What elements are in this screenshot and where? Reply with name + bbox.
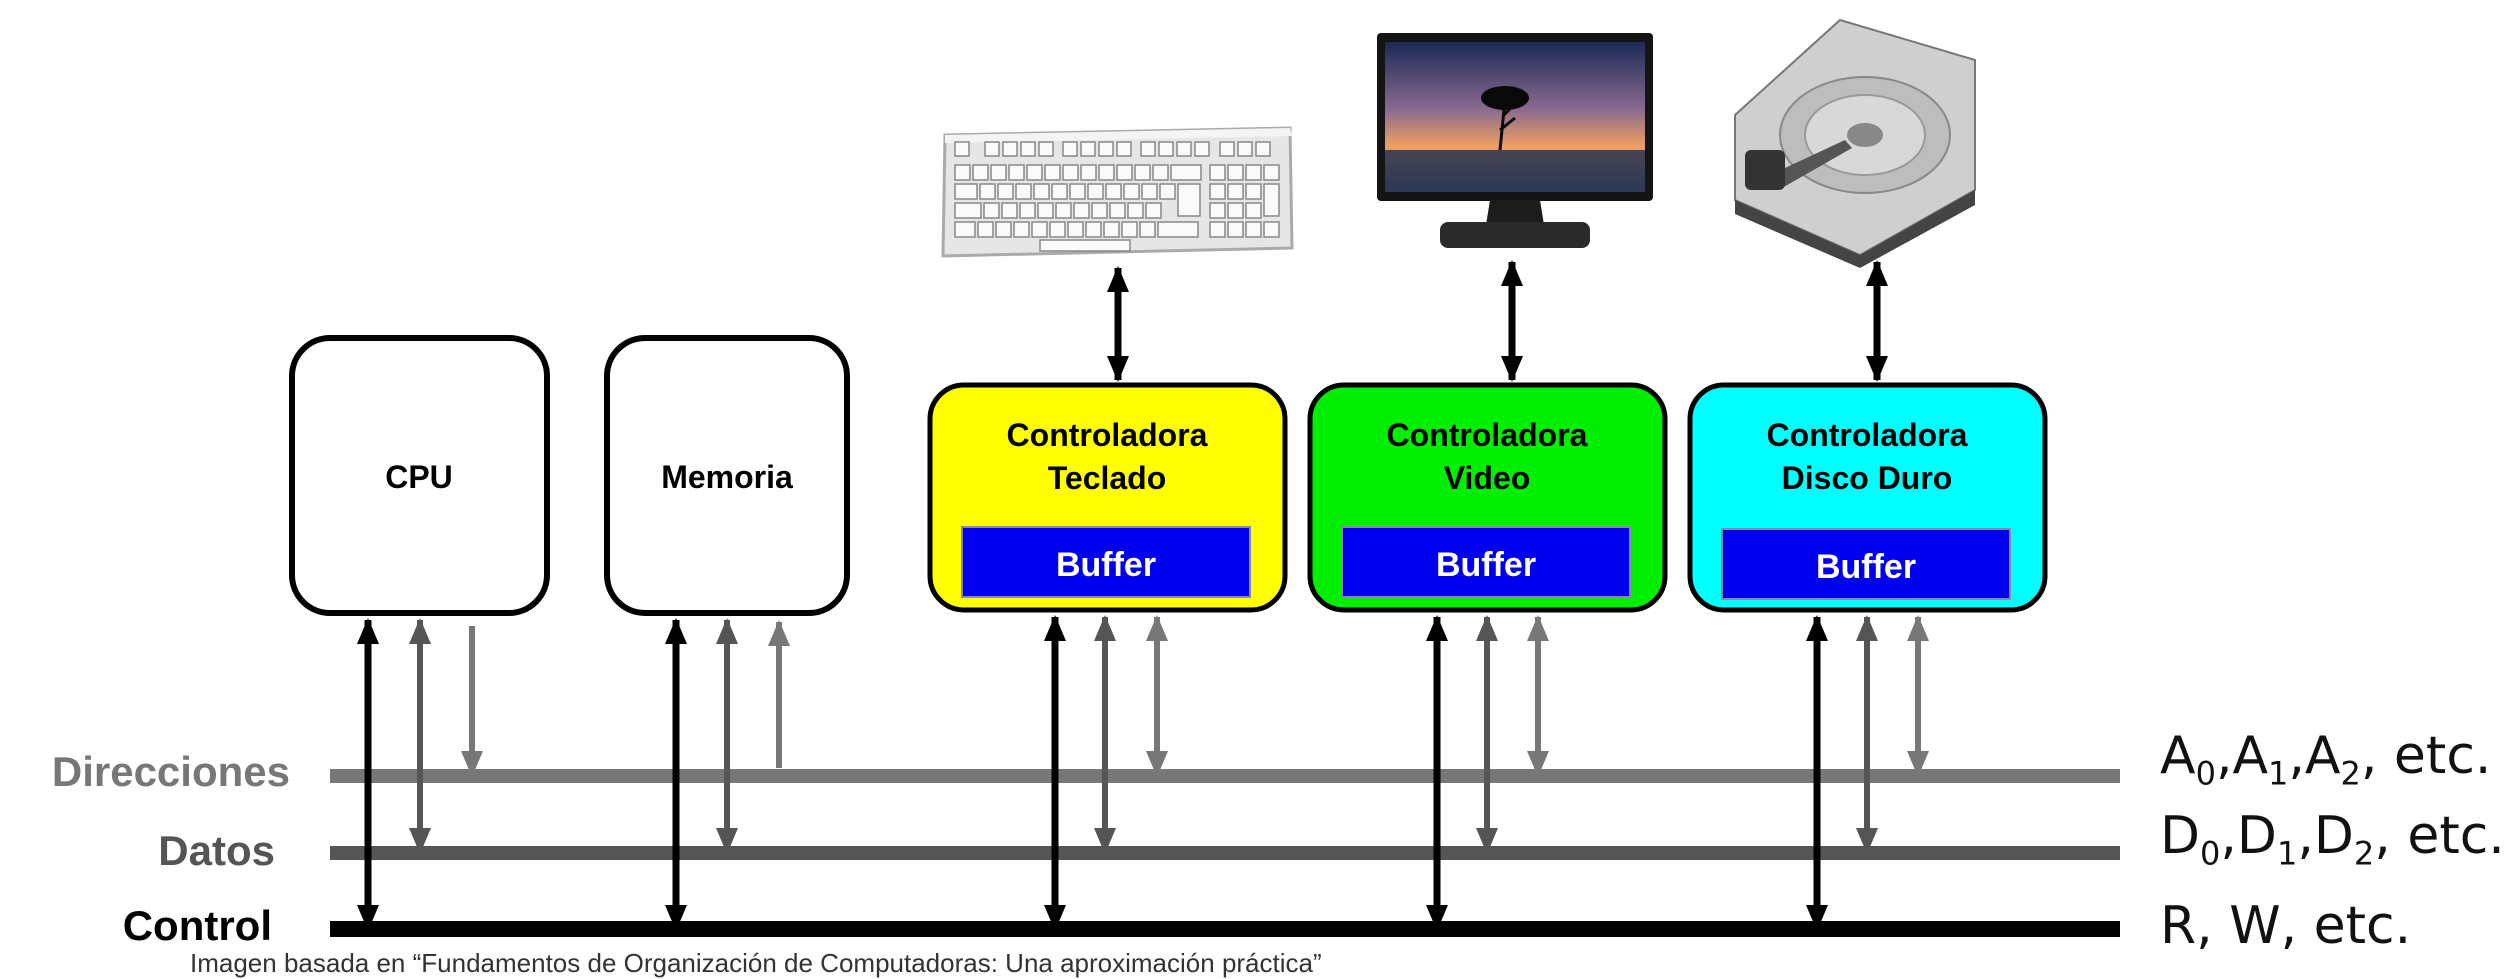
disk-controller-label-line2: Disco Duro <box>1782 460 1953 496</box>
keyboard-buffer-label: Buffer <box>1056 546 1156 584</box>
control-bus-label: Control <box>123 902 272 949</box>
cpu-label: CPU <box>385 459 453 495</box>
hard-disk-icon <box>1734 18 1976 268</box>
data-bus-label: Datos <box>158 827 275 874</box>
memory-box <box>604 335 850 616</box>
address-bus-label: Direcciones <box>52 748 290 795</box>
disk-controller-label-line1: Controladora <box>1767 417 1968 453</box>
monitor-icon <box>1377 33 1653 248</box>
disk-buffer-box <box>1721 528 2011 600</box>
video-controller-label-line2: Video <box>1444 460 1531 496</box>
disk-buffer-label: Buffer <box>1816 548 1916 586</box>
video-buffer-label: Buffer <box>1436 546 1536 584</box>
keyboard-icon <box>941 126 1294 258</box>
video-buffer-box <box>1341 526 1631 598</box>
keyboard-controller-label-line2: Teclado <box>1048 460 1167 496</box>
memory-label: Memoria <box>661 459 793 495</box>
control-signals: R, W, etc. <box>2160 896 2412 956</box>
video-controller-label-line1: Controladora <box>1387 417 1588 453</box>
data-signals: D0,D1,D2, etc. <box>2160 806 2505 873</box>
address-signals: A0,A1,A2, etc. <box>2160 726 2492 793</box>
keyboard-buffer-box <box>961 526 1251 598</box>
keyboard-controller-label-line1: Controladora <box>1007 417 1208 453</box>
cpu-box <box>289 335 550 616</box>
